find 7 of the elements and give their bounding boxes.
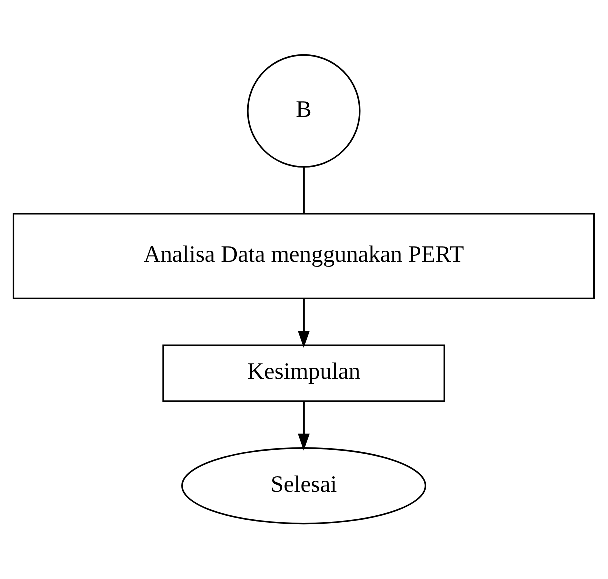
- arrow: [298, 298, 310, 348]
- node-box: Kesimpulan: [162, 344, 446, 402]
- node-ellipse: Selesai: [182, 448, 426, 525]
- connector: [303, 167, 305, 214]
- node-box: Analisa Data menggunakan PERT: [12, 213, 596, 300]
- arrow: [298, 402, 310, 451]
- node-circle: B: [247, 54, 361, 168]
